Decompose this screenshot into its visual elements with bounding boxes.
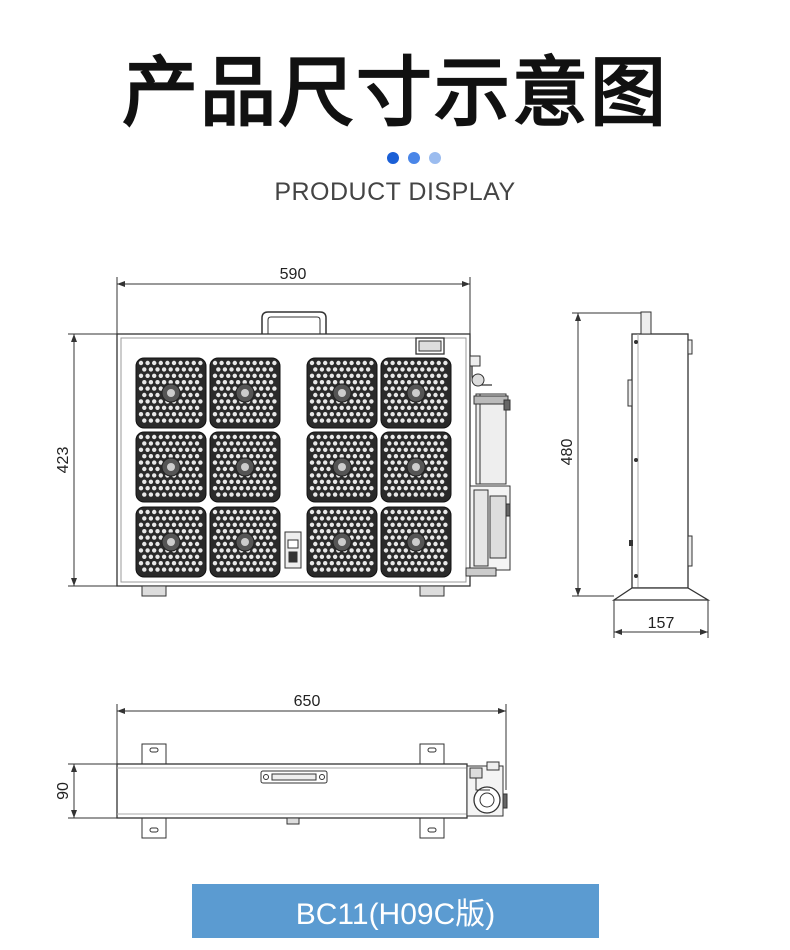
front-view: 590 423 (55, 266, 511, 597)
side-body (631, 333, 689, 589)
page-title: 产品尺寸示意图 (122, 48, 668, 137)
fan-9 (135, 506, 207, 578)
arrow-left (117, 281, 125, 287)
side-view: 480 157 (559, 311, 711, 638)
model-banner: BC11(H09C版) (192, 884, 599, 938)
mount-tab-2 (419, 743, 445, 765)
fan-3 (306, 357, 378, 429)
fan-6 (209, 431, 281, 503)
top-view: 650 90 (55, 693, 508, 839)
foot-left (141, 585, 167, 597)
model-label: BC11(H09C版) (295, 898, 496, 931)
foot-right (419, 585, 445, 597)
side-depth-label: 157 (648, 615, 675, 632)
decorative-dots (387, 152, 447, 164)
side-height-label: 480 (559, 439, 576, 466)
front-height-label: 423 (55, 447, 72, 474)
display-window (415, 337, 445, 355)
power-inlet (288, 551, 298, 563)
arrow-down (71, 578, 77, 586)
front-width-label: 590 (280, 266, 307, 283)
carry-handle-inner (267, 316, 321, 334)
fan-8 (380, 431, 452, 503)
front-body-inner (120, 337, 467, 583)
dot-2 (408, 152, 420, 164)
dot-1 (387, 152, 399, 164)
page-subtitle: PRODUCT DISPLAY (274, 178, 516, 206)
fan-12 (380, 506, 452, 578)
dot-3 (429, 152, 441, 164)
fan-grid (135, 357, 452, 578)
arrow-right (462, 281, 470, 287)
top-pump (466, 761, 508, 817)
fan-5 (135, 431, 207, 503)
fan-7 (306, 431, 378, 503)
mount-tab-1 (141, 743, 167, 765)
fan-1 (135, 357, 207, 429)
arrow-up (71, 334, 77, 342)
side-base (611, 587, 711, 601)
display-screen (418, 340, 442, 352)
power-switch (287, 539, 299, 549)
side-top-fitting (640, 311, 652, 335)
carry-handle (261, 311, 327, 334)
side-pump (465, 355, 511, 577)
top-height-label: 90 (55, 782, 72, 800)
fan-11 (306, 506, 378, 578)
top-width-label: 650 (294, 693, 321, 710)
front-body (116, 333, 471, 587)
fan-4 (380, 357, 452, 429)
fan-10 (209, 506, 281, 578)
power-socket (284, 531, 302, 569)
fan-2 (209, 357, 281, 429)
